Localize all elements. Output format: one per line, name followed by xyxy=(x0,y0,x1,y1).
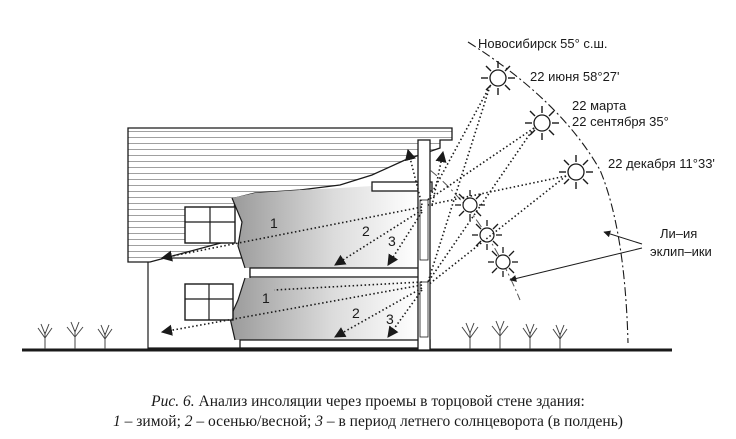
window-lower-opening xyxy=(419,281,429,338)
sun-path-arc xyxy=(467,41,629,344)
ray-number-2-upper: 2 xyxy=(362,223,370,239)
sun-equinox xyxy=(525,106,559,140)
label-equinox-1: 22 марта xyxy=(572,98,627,113)
caption-n1: 1 xyxy=(113,413,121,430)
interior-rays-upper xyxy=(160,148,447,266)
window-upper-opening xyxy=(419,199,429,261)
sun-rays xyxy=(427,85,567,286)
caption-line-1: Рис. 6. Анализ инсоляции через проемы в … xyxy=(0,392,736,412)
label-city: Новосибирск 55° с.ш. xyxy=(478,36,608,51)
side-window-lower xyxy=(184,283,234,321)
ecliptic-pointer xyxy=(509,230,643,282)
shrubs-left xyxy=(37,321,113,349)
label-equinox-2: 22 сентября 35° xyxy=(572,114,669,129)
label-ecliptic-1: Ли–ия xyxy=(660,226,697,241)
sun-inner-1 xyxy=(455,190,485,220)
sun-inner-2 xyxy=(472,220,502,250)
ray-number-1-upper: 1 xyxy=(270,215,278,231)
floor-slab-roof xyxy=(371,181,433,192)
sun-summer xyxy=(481,61,515,95)
caption-n3: 3 xyxy=(315,413,323,430)
caption-t3: – в период летнего солнцеворота (в полде… xyxy=(322,413,623,430)
figure-caption: Рис. 6. Анализ инсоляции через проемы в … xyxy=(0,392,736,432)
floor-slab-1 xyxy=(239,339,431,349)
caption-line-2: 1 – зимой; 2 – осенью/весной; 3 – в пери… xyxy=(0,412,736,432)
sun-winter xyxy=(559,155,593,189)
caption-t2: – осенью/весной; xyxy=(192,413,316,430)
ray-number-3-upper: 3 xyxy=(388,233,396,249)
ray-number-3-lower: 3 xyxy=(386,311,394,327)
caption-t1: – зимой; xyxy=(120,413,185,430)
caption-n2: 2 xyxy=(184,413,193,430)
cutaway-lower-room xyxy=(230,278,418,340)
insolation-diagram: 1 2 3 1 2 3 Новосибирск 55° с.ш. 22 июня… xyxy=(22,36,715,352)
floor-slab-2 xyxy=(249,267,431,278)
label-ecliptic-2: эклип–ики xyxy=(650,244,712,259)
sun-inner-3 xyxy=(488,247,518,277)
label-summer: 22 июня 58°27' xyxy=(530,69,620,84)
interior-rays-lower xyxy=(160,281,423,338)
cutaway-upper-room xyxy=(232,186,418,268)
ray-number-2-lower: 2 xyxy=(352,305,360,321)
shrubs-right xyxy=(461,320,568,349)
caption-fig-number: Рис. 6. xyxy=(151,393,195,410)
caption-title: Анализ инсоляции через проемы в торцовой… xyxy=(198,393,585,410)
ray-number-1-lower: 1 xyxy=(262,290,270,306)
label-winter: 22 декабря 11°33' xyxy=(608,156,715,171)
side-window-upper xyxy=(184,206,236,244)
